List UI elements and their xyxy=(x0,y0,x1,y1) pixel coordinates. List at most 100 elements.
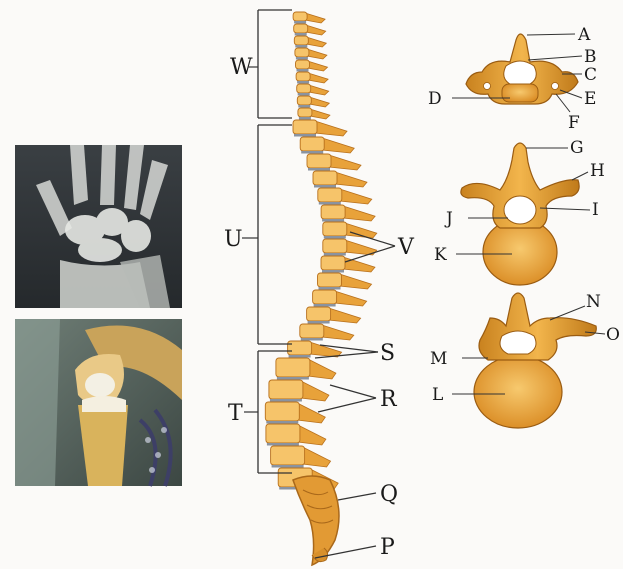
intervertebral-disc xyxy=(270,399,302,402)
label-e: E xyxy=(584,89,596,109)
intervertebral-disc xyxy=(272,465,304,468)
intervertebral-disc xyxy=(301,151,323,154)
spinous-process xyxy=(309,85,329,95)
cervical-vertebra xyxy=(466,34,578,104)
label-t: T xyxy=(228,401,243,426)
vertebral-body xyxy=(313,290,337,304)
vertebral-body xyxy=(271,446,305,465)
vertebral-body xyxy=(321,205,345,219)
spinous-process xyxy=(307,49,327,59)
intervertebral-disc xyxy=(294,21,306,24)
region-labels: W U T xyxy=(224,55,258,426)
intervertebral-disc xyxy=(294,134,316,137)
spinous-process xyxy=(343,206,375,221)
spinous-process xyxy=(315,121,347,136)
vertebral-body xyxy=(295,48,309,57)
label-h: H xyxy=(590,161,605,181)
vertebral-body xyxy=(296,72,310,81)
label-n: N xyxy=(586,292,601,312)
spine-labels: V S R Q P xyxy=(380,235,415,560)
vertebral-body xyxy=(307,154,331,168)
intervertebral-disc xyxy=(298,93,310,96)
vertebral-body xyxy=(294,36,308,45)
intervertebral-disc xyxy=(297,69,309,72)
thoracic-vertebra xyxy=(461,143,579,285)
spinous-process xyxy=(343,257,375,272)
vertebral-body xyxy=(318,273,342,287)
wrist-xray-image xyxy=(15,145,182,308)
intervertebral-disc xyxy=(301,338,323,341)
vertebral-body xyxy=(293,12,307,21)
label-b: B xyxy=(584,47,597,67)
label-c: C xyxy=(584,65,597,85)
intervertebral-disc xyxy=(322,219,344,222)
vertebral-body xyxy=(293,120,317,134)
intervertebral-disc xyxy=(308,321,330,324)
label-q: Q xyxy=(380,482,398,507)
label-a: A xyxy=(577,25,591,45)
intervertebral-disc xyxy=(322,270,344,273)
intervertebral-disc xyxy=(314,304,336,307)
spinous-process xyxy=(309,97,329,107)
spinous-process xyxy=(308,61,328,71)
spinous-process xyxy=(306,25,326,35)
spinous-process xyxy=(322,138,354,153)
knee-illustration-image xyxy=(15,319,182,486)
spinous-process xyxy=(322,325,354,340)
lumbar-vertebra xyxy=(474,293,596,428)
label-l: L xyxy=(432,385,443,405)
label-s: S xyxy=(380,341,395,366)
label-j: J xyxy=(444,209,453,229)
spinous-process xyxy=(308,359,336,379)
intervertebral-disc xyxy=(299,117,311,120)
vertebral-body xyxy=(296,60,310,69)
intervertebral-disc xyxy=(289,355,311,358)
label-d: D xyxy=(428,89,442,109)
intervertebral-disc xyxy=(314,185,336,188)
spinous-process xyxy=(310,342,342,357)
vertebral-body xyxy=(307,307,331,321)
spinous-process xyxy=(340,189,372,204)
vertebral-body xyxy=(288,341,312,355)
vertebral-body xyxy=(297,96,311,105)
vertebral-body xyxy=(300,137,324,151)
label-g: G xyxy=(570,138,584,158)
label-v: V xyxy=(397,235,415,260)
spinous-process xyxy=(305,13,325,23)
spinous-process xyxy=(329,155,361,170)
spinous-process xyxy=(297,403,325,423)
spinous-process xyxy=(298,425,326,445)
spinous-process xyxy=(303,447,331,467)
spinous-process xyxy=(335,291,367,306)
intervertebral-disc xyxy=(295,45,307,48)
intervertebral-disc xyxy=(267,443,299,446)
intervertebral-disc xyxy=(277,377,309,380)
vertebral-body xyxy=(266,424,300,443)
vertebral-body xyxy=(269,380,303,399)
intervertebral-disc xyxy=(319,202,341,205)
label-r: R xyxy=(380,387,398,412)
vertebral-body xyxy=(323,222,347,236)
sacrum-coccyx xyxy=(293,476,339,565)
spinous-process xyxy=(340,274,372,289)
spinous-process xyxy=(310,109,330,119)
vertebral-body xyxy=(294,24,308,33)
intervertebral-disc xyxy=(266,421,298,424)
intervertebral-disc xyxy=(324,253,346,256)
intervertebral-disc xyxy=(298,105,310,108)
vertebral-body xyxy=(265,402,299,421)
vertebral-body xyxy=(276,358,310,377)
intervertebral-disc xyxy=(297,81,309,84)
spinous-process xyxy=(329,308,361,323)
label-k: K xyxy=(434,245,447,265)
label-o: O xyxy=(606,325,620,345)
vertebral-column xyxy=(265,12,377,490)
vertebral-body xyxy=(318,188,342,202)
intervertebral-disc xyxy=(319,287,341,290)
intervertebral-disc xyxy=(324,236,346,239)
label-i: I xyxy=(592,200,599,220)
label-f: F xyxy=(568,113,580,133)
spinous-process xyxy=(306,37,326,47)
